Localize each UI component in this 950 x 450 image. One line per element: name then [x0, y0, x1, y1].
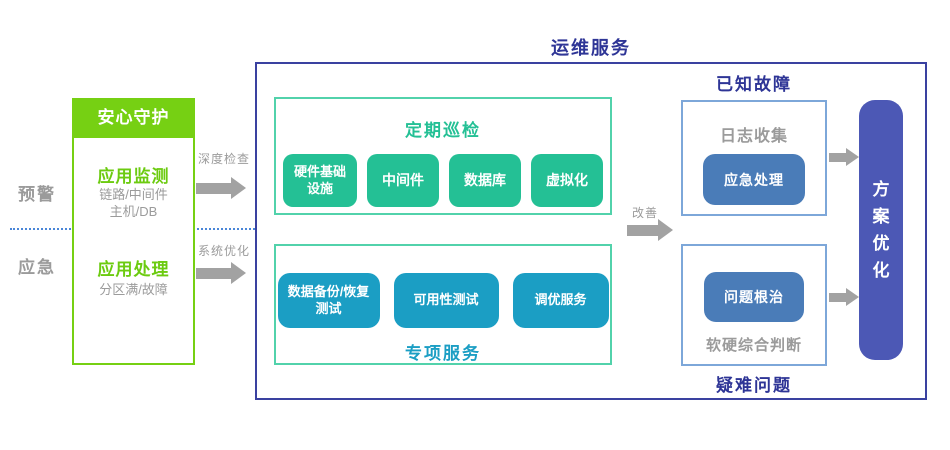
special-items-row: 数据备份/恢复测试 可用性测试 调优服务 [276, 273, 610, 328]
arrow-right-icon [829, 148, 859, 166]
guard-panel: 安心守护 应用监测 链路/中间件 主机/DB 应用处理 分区满/故障 [72, 98, 195, 365]
arrow-right-icon [196, 262, 246, 284]
special-item-tuning-service: 调优服务 [512, 273, 609, 328]
arrow-head [231, 262, 246, 284]
known-fault-title: 已知故障 [716, 75, 792, 94]
deep-check-label: 深度检查 [198, 152, 251, 166]
arrow-right-icon [829, 288, 859, 306]
arrow-shaft [196, 182, 231, 194]
inspection-item-virtualization: 虚拟化 [531, 154, 603, 207]
guard-panel-header: 安心守护 [72, 98, 195, 138]
app-handle-sub: 分区满/故障 [99, 282, 168, 297]
arrow-shaft [829, 292, 846, 302]
arrow-head [658, 219, 673, 241]
ops-service-title: 运维服务 [551, 38, 631, 58]
app-monitor-title: 应用监测 [97, 167, 170, 186]
arrow-right-icon [627, 219, 673, 241]
inspection-section: 定期巡检 硬件基础设施 中间件 数据库 虚拟化 [274, 97, 612, 215]
arrow-head [846, 288, 859, 306]
hard-problem-box: 问题根治 软硬综合判断 [681, 244, 827, 366]
root-cure-chip: 问题根治 [704, 272, 804, 322]
warning-stage-label: 预警 [18, 185, 56, 204]
arrow-head [846, 148, 859, 166]
improve-label: 改善 [632, 206, 659, 220]
solution-optimize-box: 方案优化 [859, 100, 903, 360]
special-service-title: 专项服务 [405, 344, 481, 363]
app-handle-title: 应用处理 [97, 260, 170, 279]
inspection-title: 定期巡检 [405, 121, 481, 140]
app-monitor-sub1: 链路/中间件 [99, 187, 168, 202]
arrow-head [231, 177, 246, 199]
arrow-shaft [829, 152, 846, 162]
inspection-item-middleware: 中间件 [367, 154, 439, 207]
emergency-handle-chip: 应急处理 [703, 154, 805, 205]
inspection-items-row: 硬件基础设施 中间件 数据库 虚拟化 [276, 154, 610, 207]
special-item-backup-test: 数据备份/恢复测试 [277, 273, 380, 328]
app-monitor-sub2: 主机/DB [109, 204, 158, 219]
arrow-shaft [196, 267, 231, 279]
log-collect-label: 日志收集 [719, 128, 788, 145]
special-service-section: 数据备份/恢复测试 可用性测试 调优服务 专项服务 [274, 244, 612, 365]
special-item-availability-test: 可用性测试 [393, 273, 499, 328]
inspection-item-database: 数据库 [449, 154, 521, 207]
judge-label: 软硬综合判断 [705, 337, 802, 354]
system-optimize-label: 系统优化 [198, 244, 251, 258]
solution-optimize-label: 方案优化 [872, 179, 890, 281]
inspection-item-hardware: 硬件基础设施 [283, 154, 357, 207]
emergency-stage-label: 应急 [18, 258, 56, 277]
arrow-shaft [627, 224, 658, 236]
hard-problem-title: 疑难问题 [716, 376, 792, 395]
known-fault-box: 日志收集 应急处理 [681, 100, 827, 216]
arrow-right-icon [196, 177, 246, 199]
